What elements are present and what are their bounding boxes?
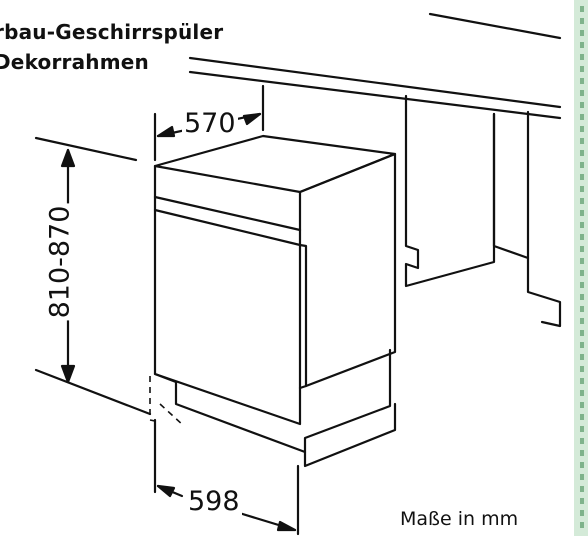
hidden-foot-right [159, 403, 185, 427]
height-dimension-label: 810-870 [44, 203, 76, 321]
height-arrowhead-top [60, 148, 76, 168]
dishwasher-control-strip [153, 195, 302, 232]
title-line-1: rbau-Geschirrspüler [0, 20, 224, 44]
width-dimension-label: 570 [182, 108, 238, 139]
unit-note: Maße in mm [400, 508, 519, 530]
width-arrowhead-right [242, 112, 262, 126]
dishwasher-top [153, 134, 397, 194]
dishwasher-base-left [153, 372, 178, 384]
worktop-top-line [428, 12, 562, 40]
page-edge-dashes [580, 6, 584, 530]
cabinet-foot [526, 256, 562, 328]
page-edge-strip [574, 0, 588, 536]
worktop-lower-line [188, 70, 562, 120]
height-ext-bottom [34, 368, 152, 416]
depth-dimension-label: 598 [186, 486, 242, 517]
dishwasher-side [298, 152, 397, 388]
dishwasher-front-outline [153, 164, 302, 426]
height-ext-top [34, 136, 138, 162]
worktop-front-line [188, 56, 562, 109]
dishwasher-plinth [174, 348, 392, 454]
dishwasher-plinth-side [303, 402, 397, 468]
dishwasher-side-notch [298, 243, 308, 390]
width-arrowhead-left [156, 125, 176, 138]
hidden-foot-left [149, 376, 161, 423]
depth-arrowhead-right [276, 520, 297, 532]
dishwasher-panel-top [153, 208, 302, 247]
height-arrowhead-bottom [60, 364, 76, 384]
title-line-2: Dekorrahmen [0, 50, 149, 74]
cabinet-right-panel [492, 110, 530, 260]
depth-arrowhead-left [156, 484, 176, 498]
cabinet-left-panel [404, 94, 496, 288]
